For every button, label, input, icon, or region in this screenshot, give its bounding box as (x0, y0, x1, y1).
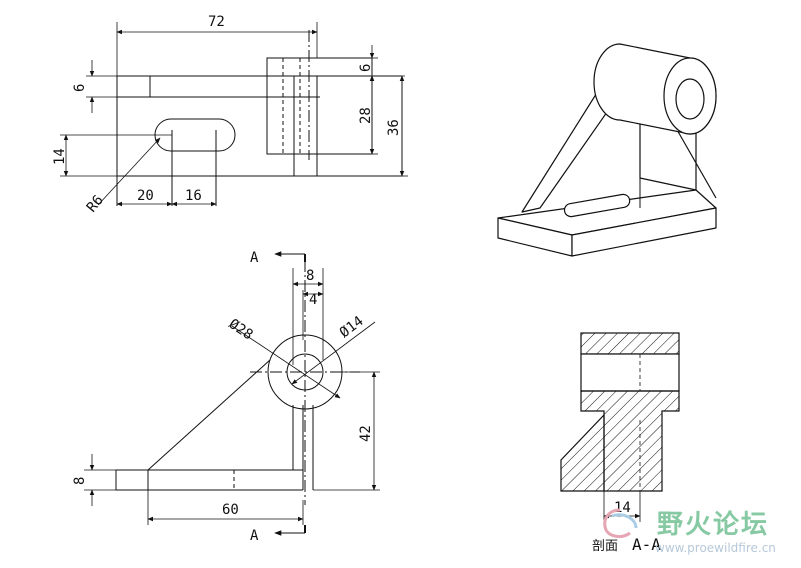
forum-logo-icon (603, 508, 638, 539)
dim-6-left: 6 (72, 84, 88, 92)
dim-14-slot: 14 (52, 148, 68, 165)
top-view-dimension-text: 72 6 6 28 36 14 R6 20 16 (52, 14, 402, 216)
dim-72: 72 (208, 14, 225, 30)
dim-8-base: 8 (72, 477, 88, 485)
dim-28: 28 (358, 107, 374, 124)
watermark-url: www.proewildfire.cn (655, 541, 776, 555)
dim-42: 42 (358, 425, 374, 442)
section-view (560, 332, 680, 492)
dim-6-right: 6 (358, 64, 374, 72)
isometric-view (497, 43, 717, 257)
section-view-text: 14 剖面 A-A (592, 500, 661, 554)
section-arrow-label-bottom: A (250, 528, 259, 544)
dim-60: 60 (222, 502, 239, 518)
dim-4: 4 (309, 292, 317, 308)
dim-r6: R6 (84, 192, 107, 215)
dim-14-section: 14 (614, 500, 631, 516)
dim-20: 20 (137, 188, 154, 204)
front-view-dimensions (84, 268, 380, 525)
section-caption: 剖面 (592, 539, 618, 554)
dim-dia-14: Ø14 (337, 313, 367, 341)
section-arrow-label-top: A (250, 250, 259, 266)
section-name: A-A (632, 535, 661, 554)
front-view (115, 251, 360, 536)
front-view-dimension-text: A A 8 4 Ø28 Ø14 42 8 60 (72, 250, 374, 544)
dim-8-top: 8 (306, 268, 314, 284)
top-view-dimensions (60, 22, 408, 207)
dim-16: 16 (185, 188, 202, 204)
dim-dia-28: Ø28 (226, 316, 256, 343)
watermark-text: 野火论坛 (657, 510, 770, 540)
dim-36: 36 (386, 119, 402, 136)
